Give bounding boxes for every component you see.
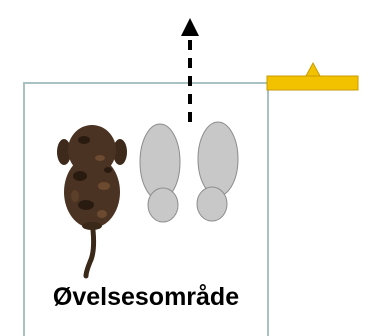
start-marker-icon: [267, 63, 358, 90]
training-area-label: Øvelsesområde: [24, 283, 268, 311]
